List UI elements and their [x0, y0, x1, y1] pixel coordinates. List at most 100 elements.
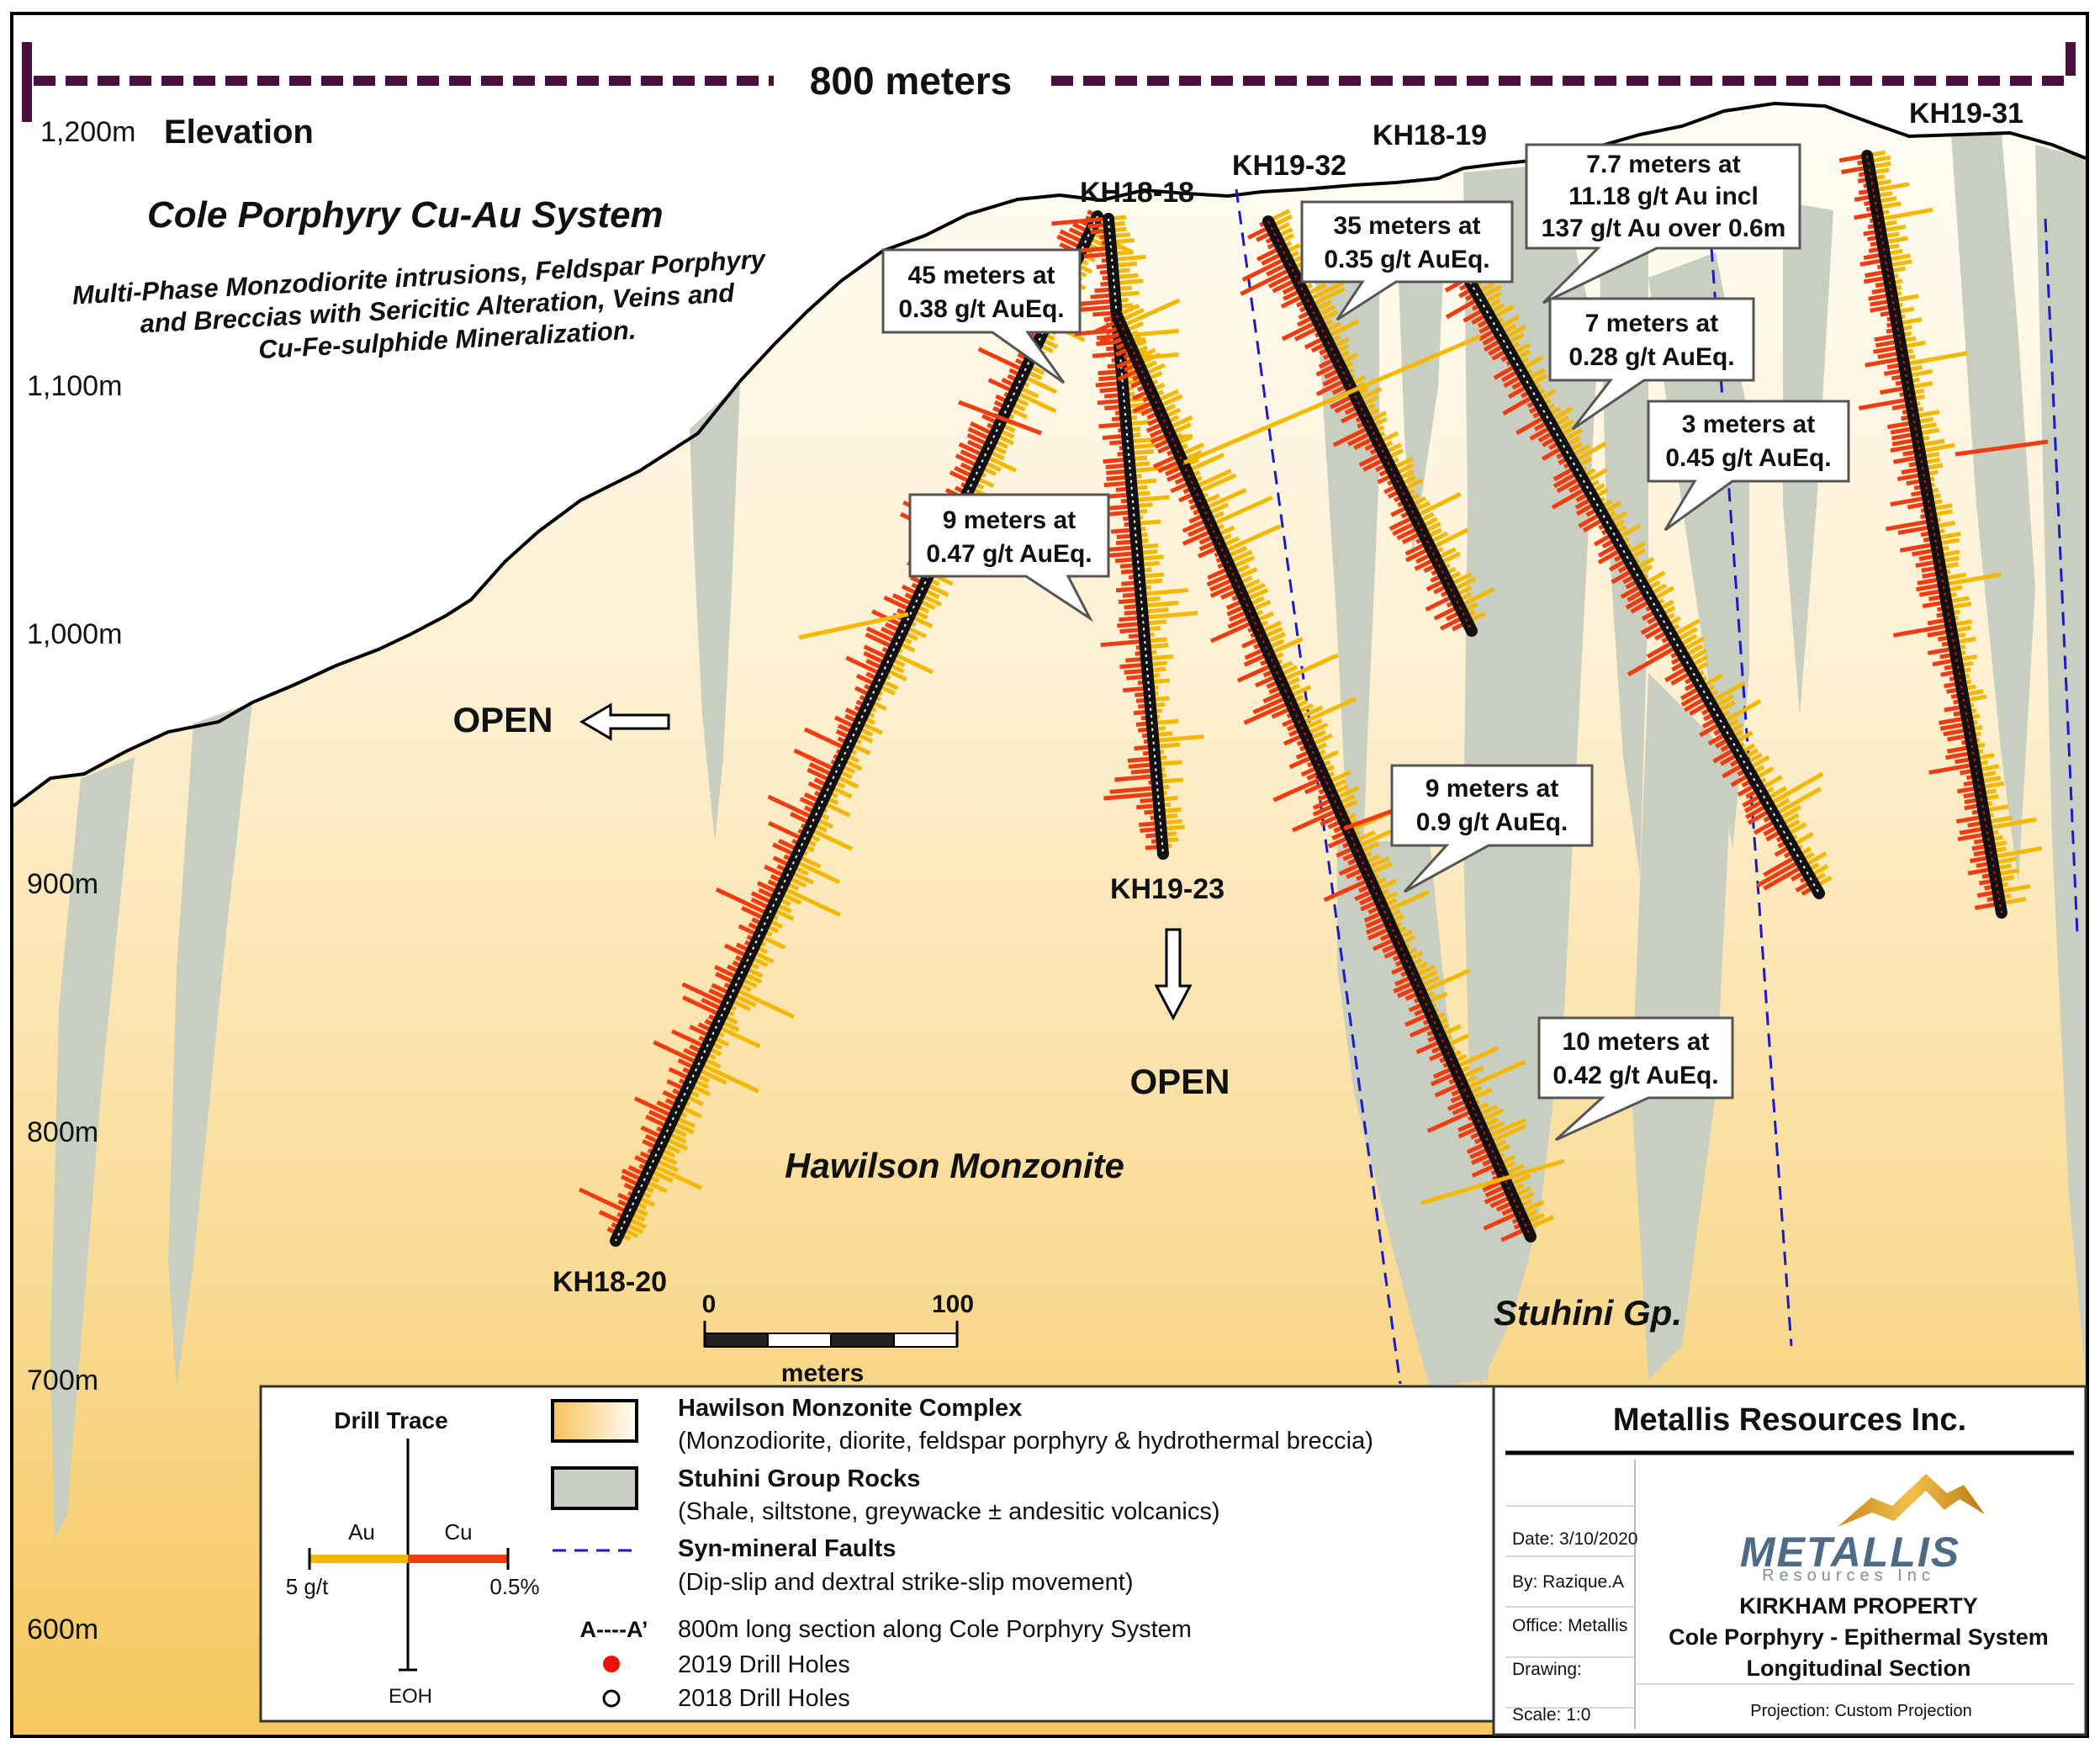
open-label-down: OPEN: [1129, 1062, 1230, 1101]
open-label-west: OPEN: [452, 700, 553, 739]
legend-holes-2018: 2018 Drill Holes: [678, 1685, 850, 1712]
legend-au-value: 5 g/t: [286, 1574, 329, 1599]
callout-4-line-2: 11.18 g/t Au incl: [1568, 183, 1759, 210]
open-arrow-west: [579, 702, 670, 741]
tb-date: Date: 3/10/2020: [1512, 1529, 1637, 1549]
drill-trace-kh19-31: [1838, 150, 2043, 919]
callout-1: 45 meters at 0.38 g/t AuEq.: [881, 248, 1082, 384]
callout-4: 7.7 meters at 11.18 g/t Au incl 137 g/t …: [1525, 143, 1801, 305]
callout-2: 9 meters at 0.47 g/t AuEq.: [908, 493, 1110, 623]
legend-section-symbol: A----A’: [580, 1617, 648, 1642]
top-scale-label: 800 meters: [810, 59, 1012, 103]
legend-2019-dot: [603, 1656, 620, 1672]
legend-drill-trace-title: Drill Trace: [334, 1407, 447, 1433]
legend-swatch-stuhini: [551, 1466, 638, 1510]
vein-1: [958, 400, 1042, 436]
callout-3: 35 meters at 0.35 g/t AuEq.: [1300, 200, 1514, 321]
legend: Drill Trace Au Cu 5 g/t 0.5% EOH Hawilso…: [259, 1385, 1499, 1723]
callout-7-line-2: 0.9 g/t AuEq.: [1416, 808, 1568, 836]
drill-trace-kh19-32: [1240, 209, 1495, 637]
tb-by: By: Razique.A: [1512, 1572, 1624, 1592]
callout-3-line-1: 35 meters at: [1333, 212, 1480, 240]
hole-label-kh18-20: KH18-20: [553, 1266, 667, 1298]
topography-line: [12, 101, 2087, 808]
elevation-title: Elevation: [164, 114, 314, 151]
elev-tick-700: 700m: [27, 1365, 98, 1396]
elev-tick-1200: 1,200m: [40, 116, 135, 148]
title-block: Metallis Resources Inc. Date: 3/10/2020 …: [1492, 1385, 2087, 1736]
callout-8-line-2: 0.42 g/t AuEq.: [1553, 1062, 1718, 1089]
callout-7-line-1: 9 meters at: [1426, 775, 1558, 803]
metallis-logo-text: METALLIS: [1740, 1529, 1960, 1576]
legend-cu-value: 0.5%: [489, 1574, 539, 1599]
meta-rows: [1505, 1505, 2074, 1709]
scale-bar-end: 100: [932, 1290, 974, 1318]
hole-label-kh19-32: KH19-32: [1232, 150, 1346, 182]
callout-2-line-1: 9 meters at: [943, 506, 1076, 534]
legend-item-3-title: Syn-mineral Faults: [678, 1535, 896, 1562]
callout-1-line-1: 45 meters at: [907, 262, 1055, 289]
tb-subtitle-1: Cole Porphyry - Epithermal System: [1669, 1624, 2049, 1650]
callout-5-line-1: 7 meters at: [1585, 310, 1718, 337]
vein-5: [1955, 439, 2049, 457]
company-name: Metallis Resources Inc.: [1613, 1402, 1966, 1438]
callout-8: 10 meters at 0.42 g/t AuEq.: [1537, 1016, 1734, 1142]
metallis-logo-sub: Resources Inc: [1762, 1566, 1935, 1585]
legend-eoh: EOH: [389, 1685, 432, 1708]
hole-label-kh18-19: KH18-19: [1373, 119, 1487, 151]
tb-office: Office: Metallis: [1512, 1616, 1627, 1635]
tb-property: KIRKHAM PROPERTY: [1739, 1593, 1978, 1619]
elev-tick-600: 600m: [27, 1614, 98, 1645]
callout-6: 3 meters at 0.45 g/t AuEq.: [1647, 400, 1850, 532]
drill-trace-kh19-23: [1093, 298, 1555, 1243]
callout-6-line-1: 3 meters at: [1682, 411, 1815, 438]
legend-item-2-title: Stuhini Group Rocks: [678, 1465, 920, 1492]
callout-6-line-2: 0.45 g/t AuEq.: [1665, 444, 1831, 472]
legend-item-3-desc: (Dip-slip and dextral strike-slip moveme…: [678, 1569, 1134, 1596]
tb-subtitle-2: Longitudinal Section: [1747, 1656, 1971, 1681]
elev-tick-1000: 1,000m: [27, 618, 122, 650]
elev-tick-1100: 1,100m: [27, 370, 122, 402]
elev-tick-800: 800m: [27, 1116, 98, 1148]
callout-8-line-1: 10 meters at: [1562, 1028, 1709, 1056]
hole-label-kh18-18: KH18-18: [1080, 177, 1194, 209]
elevation-axis: Elevation 1,200m 1,100m 1,000m 900m 800m…: [27, 114, 314, 1645]
legend-cu: Cu: [444, 1519, 472, 1545]
legend-2018-dot: [602, 1689, 621, 1708]
stuhini-label: Stuhini Gp.: [1494, 1293, 1682, 1333]
legend-au: Au: [348, 1519, 375, 1545]
callout-5: 7 meters at 0.28 g/t AuEq.: [1548, 297, 1755, 431]
scale-bar-unit: meters: [781, 1359, 864, 1387]
legend-item-2-desc: (Shale, siltstone, greywacke ± andesitic…: [678, 1498, 1220, 1525]
metallis-logo-mountains: [1838, 1474, 1985, 1527]
open-arrow-down: [1154, 928, 1193, 1021]
scale-bar-start: 0: [702, 1290, 717, 1318]
callout-4-line-1: 7.7 meters at: [1586, 151, 1740, 178]
legend-item-1-title: Hawilson Monzonite Complex: [678, 1395, 1022, 1422]
hole-label-kh19-23: KH19-23: [1110, 873, 1225, 905]
callout-3-line-2: 0.35 g/t AuEq.: [1324, 246, 1489, 273]
callout-7: 9 meters at 0.9 g/t AuEq.: [1390, 764, 1594, 893]
system-title: Cole Porphyry Cu-Au System: [147, 194, 664, 236]
callout-2-line-2: 0.47 g/t AuEq.: [926, 540, 1092, 568]
legend-item-1-desc: (Monzodiorite, diorite, feldspar porphyr…: [678, 1428, 1373, 1455]
scale-bar: 0 100 meters: [702, 1290, 974, 1387]
hole-label-kh19-31: KH19-31: [1909, 98, 2023, 130]
callout-4-line-3: 137 g/t Au over 0.6m: [1542, 215, 1786, 242]
vein-6: [798, 612, 909, 640]
vein-2: [1183, 334, 1481, 465]
top-scale-bar: 800 meters: [22, 42, 2076, 122]
hawilson-label: Hawilson Monzonite: [785, 1146, 1124, 1185]
tb-drawing: Drawing:: [1512, 1660, 1582, 1679]
legend-section-text: 800m long section along Cole Porphyry Sy…: [678, 1616, 1192, 1643]
legend-swatch-hawilson: [551, 1399, 638, 1443]
tb-projection: Projection: Custom Projection: [1750, 1702, 1971, 1720]
callout-5-line-2: 0.28 g/t AuEq.: [1568, 343, 1734, 371]
vein-4: [1420, 1158, 1565, 1206]
legend-holes-2019: 2019 Drill Holes: [678, 1651, 850, 1678]
elev-tick-900: 900m: [27, 868, 98, 900]
callout-1-line-2: 0.38 g/t AuEq.: [898, 295, 1064, 323]
tb-scale: Scale: 1:0: [1512, 1705, 1590, 1725]
